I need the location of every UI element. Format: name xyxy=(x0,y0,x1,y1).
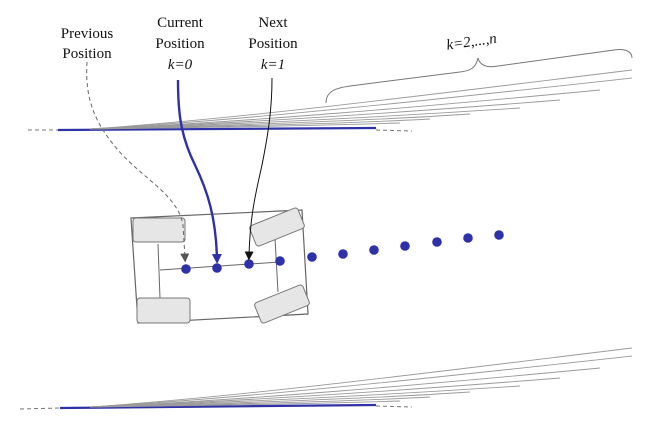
previous-position-label: Previous Position xyxy=(61,26,114,62)
horizon-label: k=2,...,n xyxy=(445,31,497,54)
point-future xyxy=(494,230,504,240)
wheel-rear-bottom xyxy=(136,297,191,324)
svg-text:Next: Next xyxy=(258,15,288,31)
svg-text:Position: Position xyxy=(155,36,205,52)
wheel-front-bottom xyxy=(254,284,310,324)
vehicle-axle-rear xyxy=(157,243,161,299)
top-prediction-fan xyxy=(89,69,633,130)
current-position-label: Current Position k=0 xyxy=(155,15,205,73)
point-future xyxy=(400,241,410,251)
wheel-rear-top xyxy=(132,217,186,243)
trajectory-points xyxy=(181,230,504,274)
svg-text:Previous: Previous xyxy=(61,26,114,42)
horizon-brace xyxy=(325,49,633,104)
previous-position-arrow xyxy=(86,61,190,263)
wheel-front-top xyxy=(249,207,305,247)
svg-text:Position: Position xyxy=(248,36,298,52)
point-next xyxy=(244,259,254,269)
bottom-lane-boundary xyxy=(19,403,413,410)
svg-text:Current: Current xyxy=(157,15,204,31)
point-future xyxy=(275,256,285,266)
bottom-prediction-fan xyxy=(89,347,633,408)
point-future xyxy=(369,245,379,255)
point-future xyxy=(338,249,348,259)
point-future xyxy=(307,252,317,262)
vehicle-axle-front xyxy=(274,237,279,293)
top-lane-boundary xyxy=(28,126,413,132)
svg-text:Position: Position xyxy=(62,46,112,62)
next-position-arrow xyxy=(244,77,273,261)
point-future xyxy=(463,233,473,243)
point-previous xyxy=(181,264,191,274)
current-position-arrow xyxy=(176,79,222,264)
svg-text:k=1: k=1 xyxy=(261,57,285,73)
point-future xyxy=(432,237,442,247)
point-current xyxy=(212,263,222,273)
next-position-label: Next Position k=1 xyxy=(248,15,298,73)
svg-text:k=0: k=0 xyxy=(168,57,193,73)
